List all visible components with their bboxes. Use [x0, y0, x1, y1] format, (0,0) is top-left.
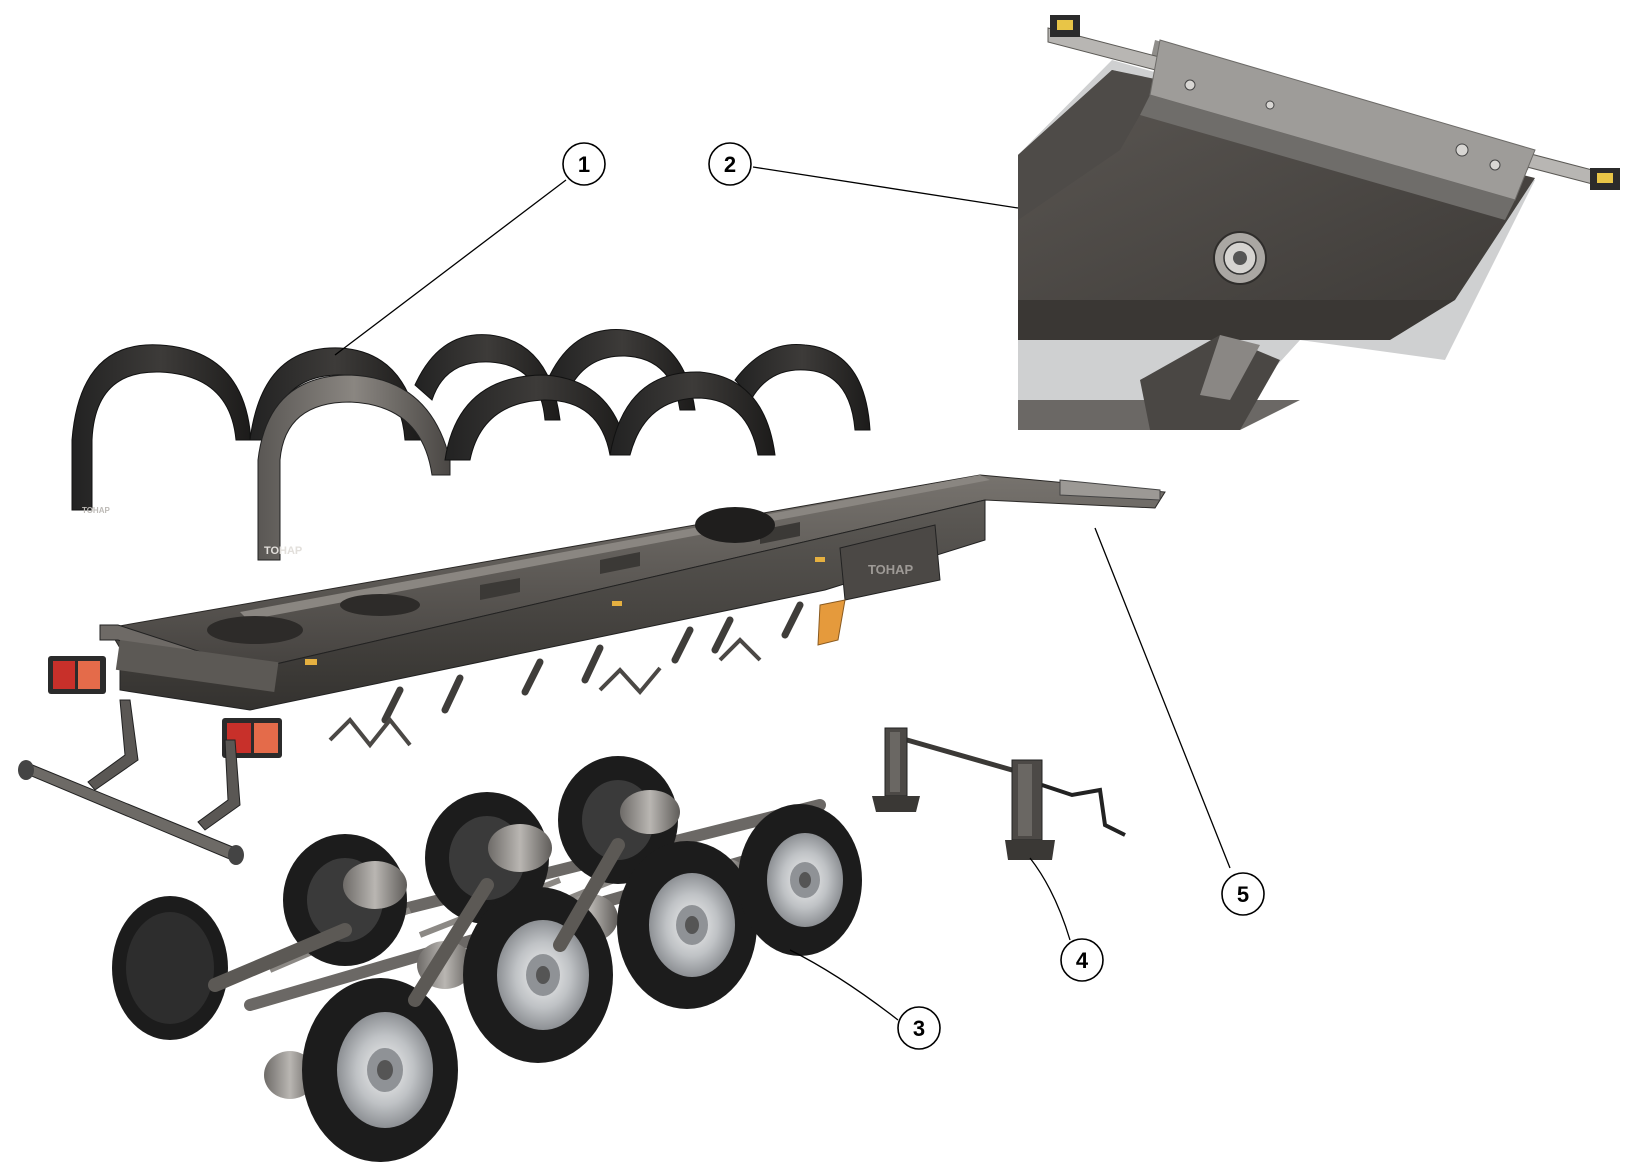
callout-circle [1060, 938, 1104, 982]
wheel-4 [617, 841, 757, 1009]
leader-line-1 [334, 179, 567, 356]
wheel-5 [738, 804, 862, 956]
leader-line-2 [752, 166, 1019, 209]
underride-guard [18, 699, 244, 865]
wheel-1 [112, 896, 228, 1040]
mudguard-logo: ТОНАР [264, 545, 302, 557]
callout-label: 5 [1237, 882, 1249, 907]
rear-light-right [222, 718, 282, 758]
callout-circle [708, 142, 752, 186]
leader-lines [334, 166, 1231, 1021]
wheel-3 [463, 887, 613, 1063]
landing-gear [872, 727, 1126, 860]
chassis-frame: ТОНАР [18, 474, 1166, 865]
mudguard-logo-small: ТОНАР [82, 506, 110, 515]
mudguard-front-row [257, 371, 776, 561]
leader-line-5 [1094, 527, 1231, 869]
leader-line-3 [789, 949, 899, 1021]
axle-suspension-assembly [112, 756, 862, 1162]
callout-label: 2 [724, 152, 736, 177]
callout-circle [1221, 872, 1265, 916]
callout-3: 3 [897, 1006, 941, 1050]
wheel-2 [302, 978, 458, 1162]
mudguards: ТОНАР ТОНАР [71, 329, 871, 561]
mudguard-rear-row [71, 329, 871, 511]
callout-label: 3 [913, 1016, 925, 1041]
leader-line-4 [1029, 857, 1071, 941]
callout-circle [897, 1006, 941, 1050]
frame-logo: ТОНАР [868, 562, 914, 577]
callout-label: 1 [578, 152, 590, 177]
callout-5: 5 [1221, 872, 1265, 916]
callout-4: 4 [1060, 938, 1104, 982]
callout-label: 4 [1076, 948, 1089, 973]
callout-2: 2 [708, 142, 752, 186]
kingpin-plate [1018, 15, 1620, 430]
callout-1: 1 [562, 142, 606, 186]
rear-light-left [48, 656, 106, 694]
callout-circle [562, 142, 606, 186]
